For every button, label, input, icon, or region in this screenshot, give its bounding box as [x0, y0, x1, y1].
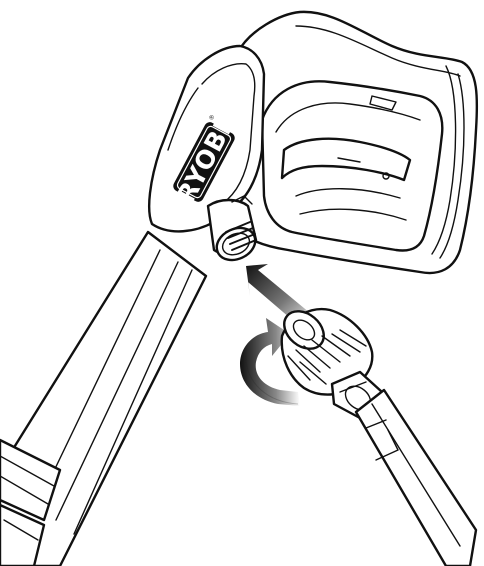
hose: [356, 390, 476, 566]
wand-shaft: [0, 232, 206, 566]
gun-handle: [236, 12, 477, 273]
